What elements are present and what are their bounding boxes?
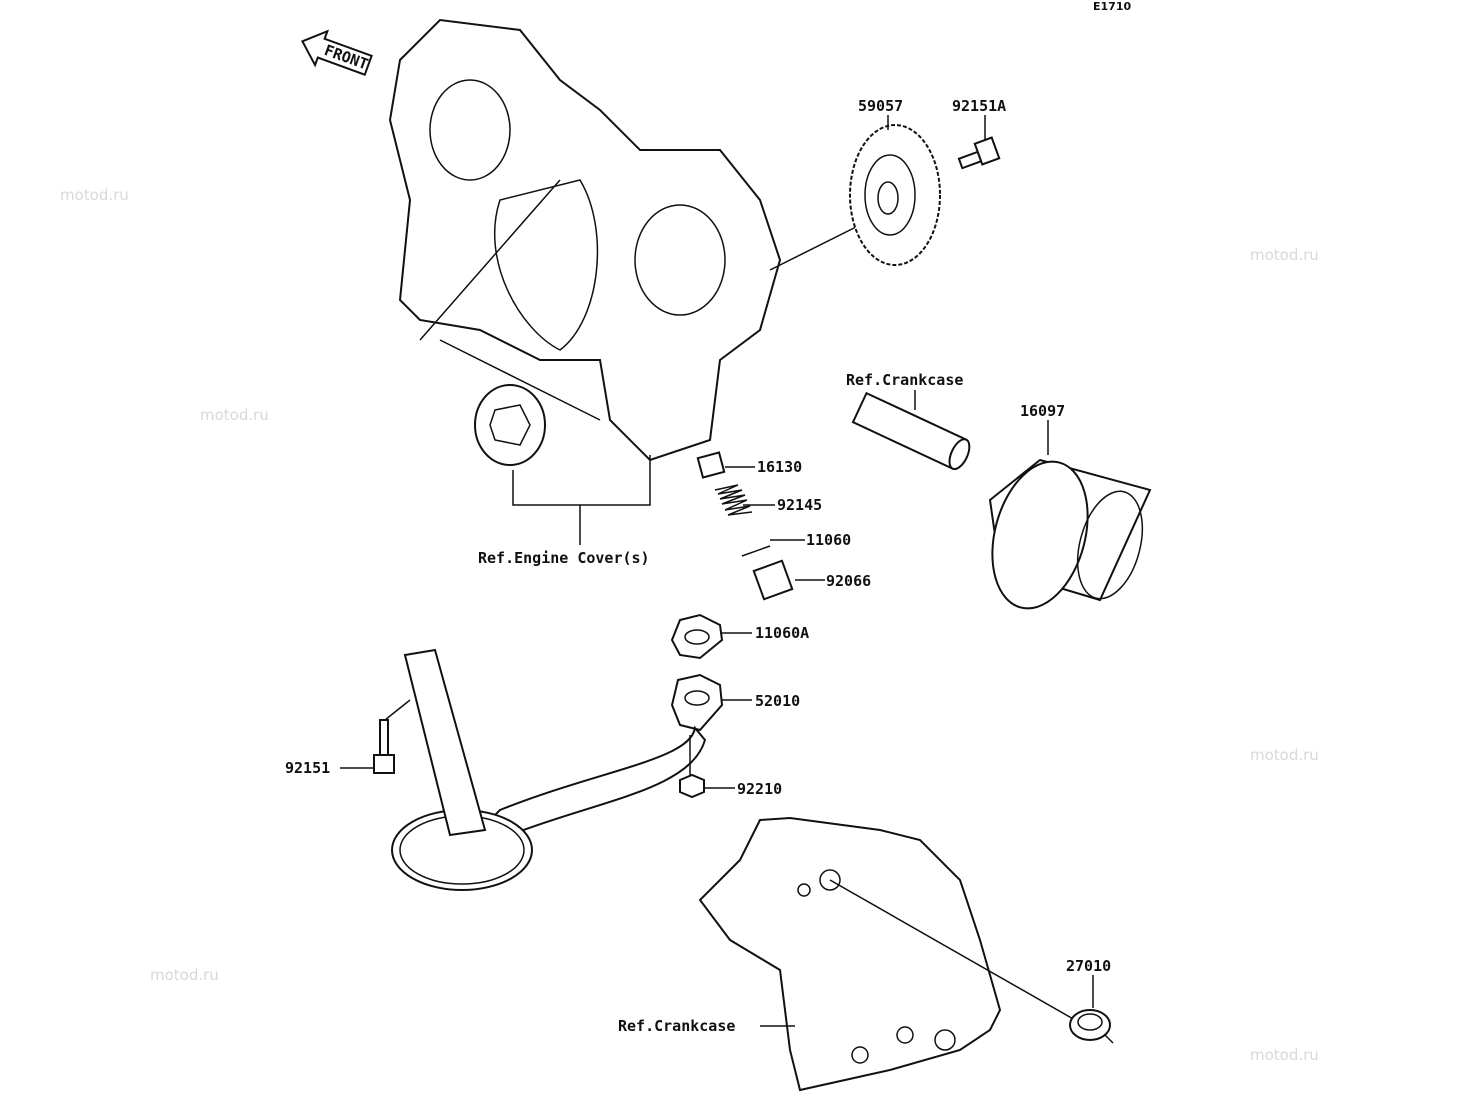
crankcase-part bbox=[698, 816, 1002, 1092]
watermark-text: motod.ru bbox=[1250, 1046, 1319, 1064]
watermark-text: motod.ru bbox=[200, 406, 269, 424]
part-label-16097[interactable]: 16097 bbox=[1020, 402, 1065, 420]
watermark-text: motod.ru bbox=[150, 966, 219, 984]
part-label-92151[interactable]: 92151 bbox=[285, 759, 330, 777]
crankcase-pipe-part bbox=[851, 391, 971, 471]
part-label-92210[interactable]: 92210 bbox=[737, 780, 782, 798]
diagram-code: E1710 bbox=[1093, 0, 1131, 13]
watermark-layer: motod.ru motod.ru motod.ru motod.ru motod.ru… bbox=[60, 186, 1319, 1064]
bolt-92151a-part bbox=[957, 136, 1001, 170]
pin-11060-part bbox=[741, 545, 771, 557]
part-label-59057[interactable]: 59057 bbox=[858, 97, 903, 115]
part-label-11060[interactable]: 11060 bbox=[806, 531, 851, 549]
part-label-92151a[interactable]: 92151A bbox=[952, 97, 1006, 115]
watermark-text: motod.ru bbox=[1250, 246, 1319, 264]
oil-pump-rotor-part bbox=[474, 384, 546, 466]
drain-plug-27010-part bbox=[1069, 1009, 1114, 1044]
part-label-16130[interactable]: 16130 bbox=[757, 458, 802, 476]
plug-92066-part bbox=[752, 559, 794, 601]
watermark-text: motod.ru bbox=[1250, 746, 1319, 764]
bolt-92151-part bbox=[373, 719, 395, 774]
watermark-text: motod.ru bbox=[60, 186, 129, 204]
nut-92210-part bbox=[679, 773, 705, 799]
part-label-92066[interactable]: 92066 bbox=[826, 572, 871, 590]
part-label-92145[interactable]: 92145 bbox=[777, 496, 822, 514]
valve-16130-part bbox=[696, 451, 726, 479]
oil-filter-16097-part bbox=[988, 458, 1152, 610]
ref-crankcase-top-label: Ref.Crankcase bbox=[846, 371, 963, 389]
ref-crankcase-bottom-label: Ref.Crankcase bbox=[618, 1017, 735, 1035]
part-label-11060a[interactable]: 11060A bbox=[755, 624, 809, 642]
spring-92145-part bbox=[714, 484, 753, 516]
front-arrow-icon: FRONT bbox=[301, 29, 373, 76]
part-label-52010[interactable]: 52010 bbox=[755, 692, 800, 710]
part-label-27010[interactable]: 27010 bbox=[1066, 957, 1111, 975]
oil-strainer-52010-part bbox=[391, 648, 724, 891]
ref-engine-cover-label: Ref.Engine Cover(s) bbox=[478, 549, 650, 567]
gasket-11060a-part bbox=[670, 613, 724, 660]
engine-cover-part bbox=[388, 18, 782, 462]
gear-59057-part bbox=[849, 124, 941, 266]
